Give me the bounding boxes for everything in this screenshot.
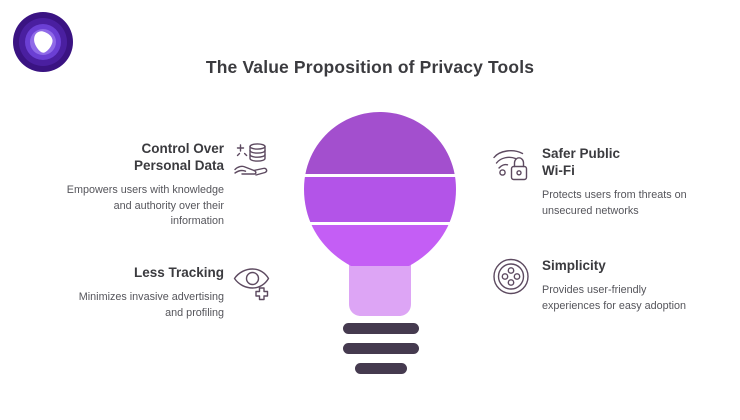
bulb-globe [304, 112, 456, 266]
feature-text-block: Less Tracking Minimizes invasive adverti… [62, 264, 224, 321]
feature-text-block: Control Over Personal Data Empowers user… [62, 140, 224, 230]
wifi-lock-icon-svg [493, 150, 528, 181]
feature-title: Control Over Personal Data [62, 140, 224, 175]
eye-plus-icon-svg [233, 268, 270, 301]
feature-title-line: Control Over [141, 141, 224, 156]
eye-plus-icon [232, 264, 272, 304]
feature-description: Empowers users with knowledge and author… [66, 183, 224, 228]
brand-logo-svg [13, 12, 73, 72]
feature-title: Simplicity [542, 258, 606, 274]
bulb-band-top [304, 112, 456, 174]
feature-title: Less Tracking [133, 265, 224, 281]
feature-title: Safer Public Wi-Fi [542, 145, 702, 180]
bulb-thread-1 [343, 323, 419, 334]
feature-title-line: Wi-Fi [542, 163, 575, 179]
logo-play-mark [34, 31, 53, 53]
bulb-thread-2 [343, 343, 419, 354]
feature-simplicity: Simplicity Provides user-friendly experi… [492, 257, 702, 314]
feature-column-left: Control Over Personal Data Empowers user… [62, 140, 272, 348]
feature-column-right: Safer Public Wi-Fi Protects users from t… [492, 145, 702, 341]
feature-description: Protects users from threats on unsecured… [542, 188, 687, 217]
button-knob-icon-svg [493, 259, 529, 295]
brand-logo [12, 11, 74, 73]
bulb-band-divider-1 [304, 174, 456, 177]
bulb-thread-3 [355, 363, 407, 374]
bulb-neck [349, 258, 411, 316]
lightbulb-svg [304, 112, 456, 374]
feature-less-tracking: Less Tracking Minimizes invasive adverti… [62, 264, 272, 321]
bulb-band-middle [304, 177, 456, 222]
lightbulb-illustration [287, 108, 473, 386]
feature-text-block: Safer Public Wi-Fi Protects users from t… [542, 145, 702, 219]
database-hand-icon [232, 140, 272, 180]
feature-title-line: Safer Public [542, 146, 621, 161]
button-knob-icon [492, 257, 532, 297]
bulb-band-divider-2 [304, 222, 456, 225]
feature-safer-public-wifi: Safer Public Wi-Fi Protects users from t… [492, 145, 702, 219]
feature-title-line: Personal Data [133, 158, 224, 174]
wifi-lock-icon [492, 145, 532, 185]
feature-control-over-personal-data: Control Over Personal Data Empowers user… [62, 140, 272, 230]
feature-description: Provides user-friendly experiences for e… [542, 283, 687, 312]
feature-text-block: Simplicity Provides user-friendly experi… [542, 257, 702, 314]
database-hand-icon-svg [234, 143, 268, 176]
page-title: The Value Proposition of Privacy Tools [205, 57, 535, 77]
feature-description: Minimizes invasive advertising and profi… [78, 290, 224, 319]
